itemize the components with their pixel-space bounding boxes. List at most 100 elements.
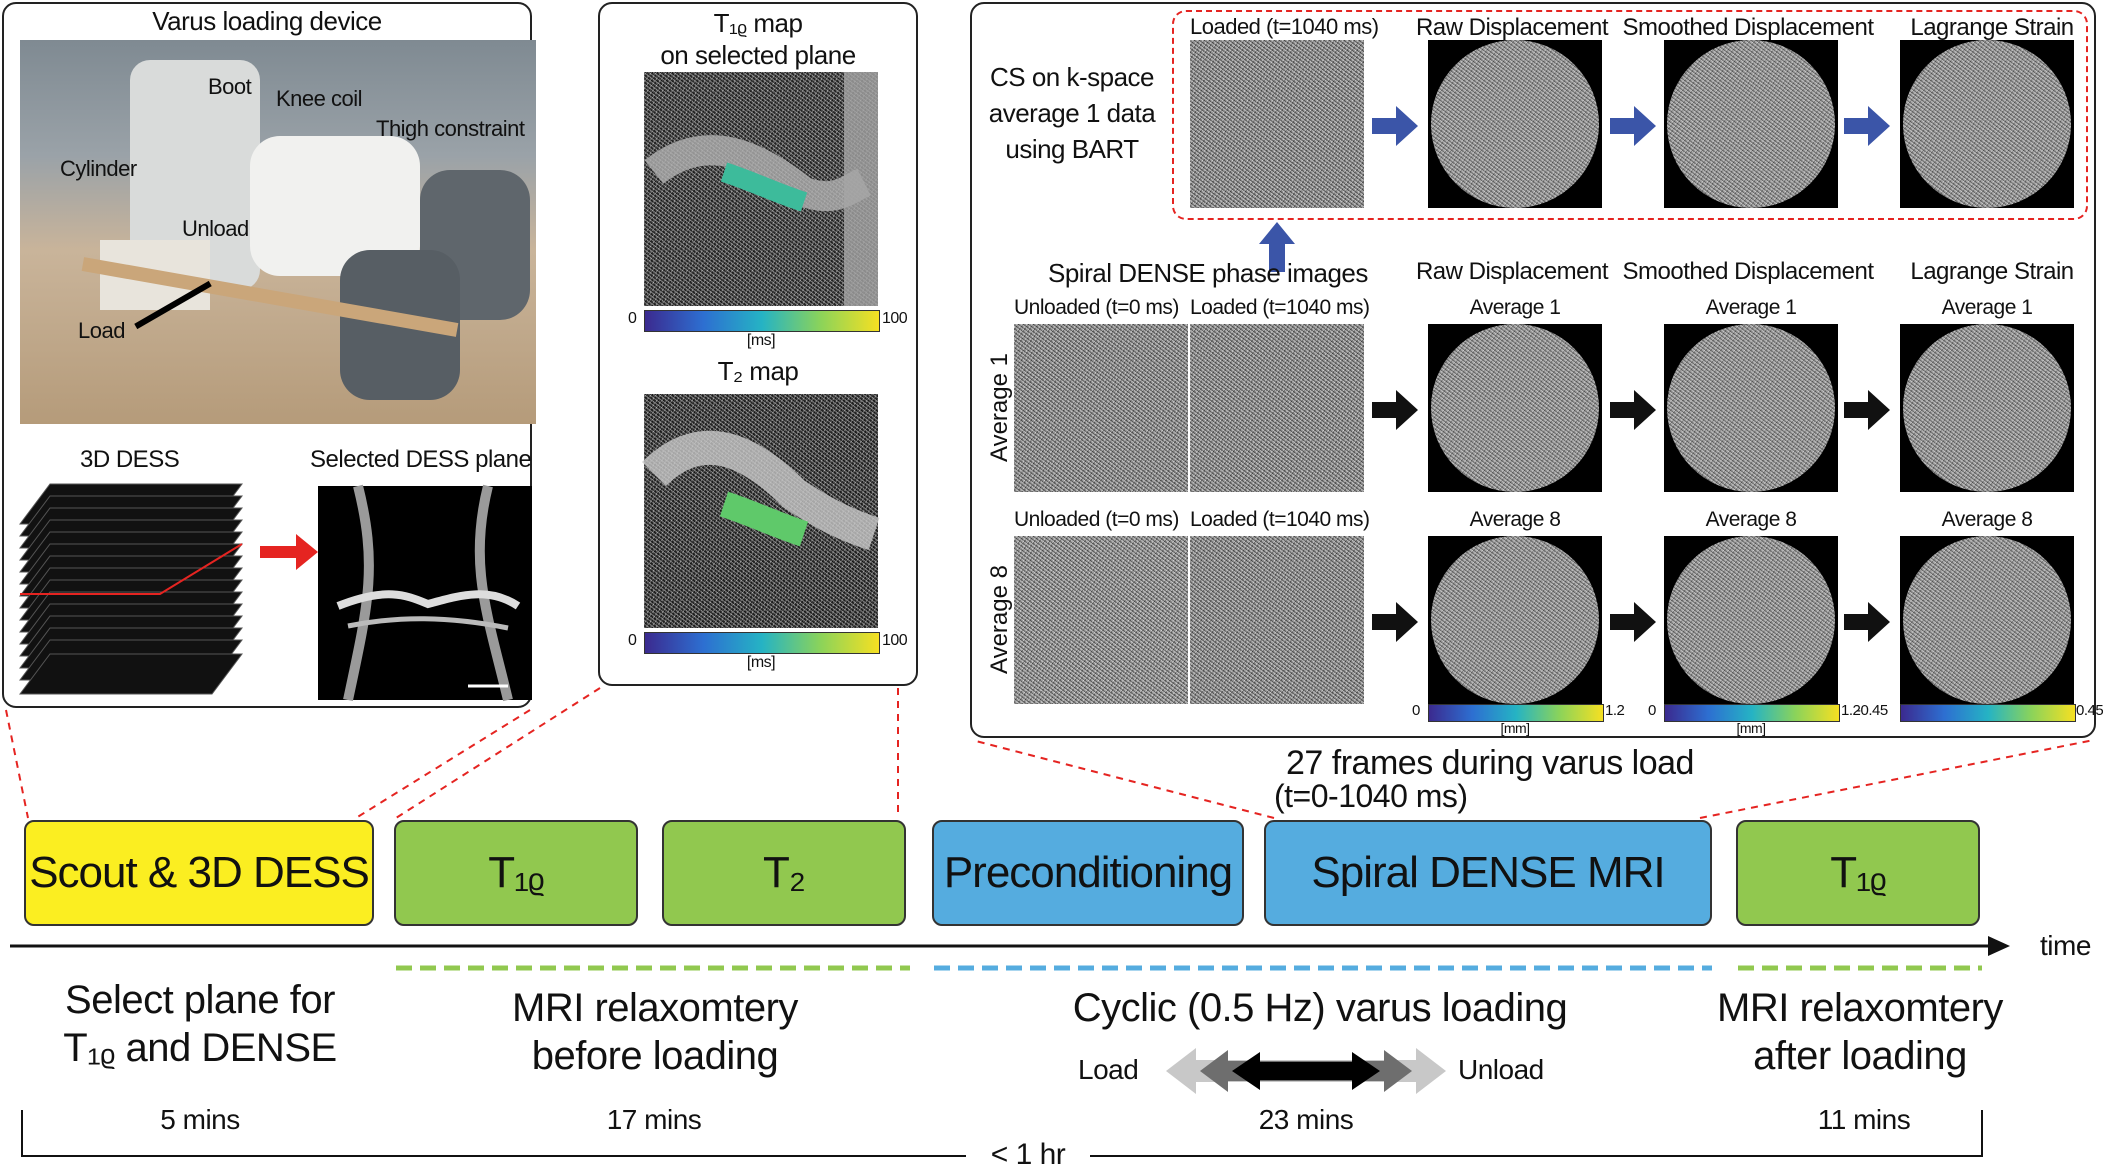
raw-title: Raw Displacement	[1415, 258, 1609, 285]
t2-map-title: T₂ map	[717, 356, 799, 386]
cs-smooth-image	[1664, 40, 1838, 208]
cyclic-load-label: Load	[1078, 1054, 1139, 1085]
step-t2: T₂	[662, 820, 906, 926]
step-t1rho-after: T₁ᵨ	[1736, 820, 1980, 926]
phase-cyclic: Cyclic (0.5 Hz) varus loading	[1072, 986, 1568, 1030]
dense-panel: CS on k-space average 1 data using BART …	[970, 2, 2103, 738]
raw-disp-max: 1.2	[1605, 702, 1625, 719]
strain-min: -0.45	[1856, 702, 1888, 719]
t1rho-scale-min: 0	[628, 310, 637, 327]
t2-scale-unit: [ms]	[746, 654, 776, 671]
device-title: Varus loading device	[152, 6, 382, 36]
smooth-disp-min: 0	[1648, 702, 1656, 719]
smooth-disp-colorbar	[1664, 704, 1840, 722]
red-arrow	[260, 532, 320, 577]
label-knee-coil: Knee coil	[276, 86, 363, 111]
loaded-image-8	[1190, 536, 1364, 704]
time-axis	[10, 936, 2010, 971]
dess-stack	[19, 483, 243, 696]
loaded-label-1: Loaded (t=1040 ms)	[1190, 296, 1370, 319]
frames-note-1: 27 frames during varus load	[1286, 744, 1694, 782]
cs-text-3: using BART	[1005, 134, 1139, 164]
dess-plane-label: Selected DESS plane	[310, 446, 532, 473]
t2-scale-max: 100	[882, 632, 908, 649]
cs-loaded-image	[1190, 40, 1364, 208]
t1rho-map-title-1: T₁ᵨ map	[713, 8, 803, 38]
cs-lagrange-title: Lagrange Strain	[1910, 14, 2074, 41]
lagrange-avg8-image	[1900, 536, 2074, 704]
phase-before-1: MRI relaxomtery	[512, 986, 798, 1030]
label-unload: Unload	[182, 216, 249, 241]
unloaded-label-1: Unloaded (t=0 ms)	[1014, 296, 1179, 319]
total-bracket	[21, 1110, 1983, 1157]
loaded-image-1	[1190, 324, 1364, 492]
cs-loaded-label: Loaded (t=1040 ms)	[1190, 14, 1379, 39]
raw-avg1-label: Average 1	[1469, 296, 1561, 319]
total-duration: < 1 hr	[990, 1138, 1066, 1171]
cs-raw-image	[1428, 40, 1602, 208]
label-boot: Boot	[208, 74, 252, 99]
strain-max: 0.45	[2076, 702, 2103, 719]
t1rho-colorbar	[644, 310, 880, 332]
label-load: Load	[78, 318, 125, 343]
raw-disp-min: 0	[1412, 702, 1420, 719]
device-panel: Varus loading device Boot Knee coil Thig…	[2, 2, 536, 708]
t1rho-scale-unit: [ms]	[746, 332, 776, 349]
strain-colorbar	[1900, 704, 2076, 722]
t1rho-map-image	[644, 72, 878, 306]
raw-avg8-image	[1428, 536, 1602, 704]
smooth-disp-max: 1.2	[1841, 702, 1861, 719]
raw-avg8-label: Average 8	[1469, 508, 1561, 531]
smooth-disp-unit: [mm]	[1736, 720, 1766, 736]
step-t1rho-before: T₁ᵨ	[394, 820, 638, 926]
lagrange-avg1-label: Average 1	[1941, 296, 2033, 319]
smooth-avg8-label: Average 8	[1705, 508, 1797, 531]
cs-text-1: CS on k-space	[989, 62, 1155, 92]
black-arrows	[1372, 390, 1890, 642]
t1rho-scale-max: 100	[882, 310, 908, 327]
step-spiral-dense: Spiral DENSE MRI	[1264, 820, 1712, 926]
t1rho-map-title-2: on selected plane	[660, 40, 856, 70]
spiral-title: Spiral DENSE phase images	[1048, 258, 1368, 288]
cs-raw-title: Raw Displacement	[1415, 14, 1609, 41]
smooth-title: Smoothed Displacement	[1622, 258, 1874, 285]
duration-4: 11 mins	[1817, 1104, 1911, 1135]
t2-scale-min: 0	[628, 632, 637, 649]
step-preconditioning: Preconditioning	[932, 820, 1244, 926]
loaded-label-8: Loaded (t=1040 ms)	[1190, 508, 1370, 531]
duration-2: 17 mins	[606, 1104, 702, 1135]
duration-3: 23 mins	[1258, 1104, 1354, 1135]
raw-disp-colorbar	[1428, 704, 1604, 722]
blue-arrows	[1259, 106, 1890, 272]
phase-before-2: before loading	[531, 1034, 779, 1078]
connector-lines	[5, 687, 2095, 819]
phase-after-2: after loading	[1753, 1034, 1967, 1078]
cs-text-2: average 1 data	[988, 98, 1156, 128]
phase-select-1: Select plane for	[65, 978, 335, 1022]
t2-colorbar	[644, 632, 880, 654]
cs-lagrange-image	[1900, 40, 2074, 208]
label-thigh-constraint: Thigh constraint	[376, 116, 525, 141]
lagrange-avg1-image	[1900, 324, 2074, 492]
lagrange-avg8-label: Average 8	[1941, 508, 2033, 531]
device-photo	[20, 40, 536, 424]
unloaded-image-8	[1014, 536, 1188, 704]
time-axis-label: time	[2040, 930, 2091, 961]
load-unload-arrow	[1166, 1048, 1446, 1094]
t2-map-image	[641, 394, 880, 628]
duration-1: 5 mins	[160, 1104, 240, 1135]
unloaded-label-8: Unloaded (t=0 ms)	[1014, 508, 1179, 531]
cyclic-unload-label: Unload	[1458, 1054, 1544, 1085]
cs-smooth-title: Smoothed Displacement	[1622, 14, 1874, 41]
cs-dashed-box	[1172, 10, 2088, 220]
phase-after-1: MRI relaxomtery	[1717, 986, 2003, 1030]
phase-select-2: T₁ᵨ and DENSE	[63, 1026, 337, 1070]
smooth-avg1-label: Average 1	[1705, 296, 1797, 319]
unloaded-image-1	[1014, 324, 1188, 492]
raw-disp-unit: [mm]	[1500, 720, 1530, 736]
maps-panel: T₁ᵨ map on selected plane 0 100 [ms] T₂ …	[598, 2, 918, 686]
lagrange-title: Lagrange Strain	[1910, 258, 2074, 285]
raw-avg1-image	[1428, 324, 1602, 492]
label-cylinder: Cylinder	[60, 156, 137, 181]
smooth-avg8-image	[1664, 536, 1838, 704]
